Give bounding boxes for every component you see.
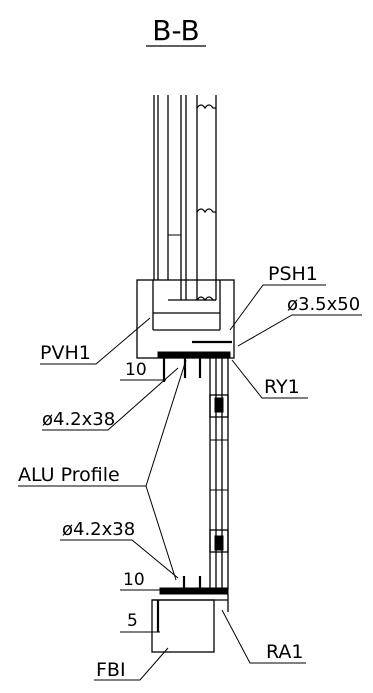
bottom-frame bbox=[151, 576, 229, 653]
label-screw-top-right: ø3.5x50 bbox=[287, 294, 360, 315]
section-title: B-B bbox=[152, 14, 200, 47]
top-frame bbox=[136, 279, 235, 382]
dim-top-label: 10 bbox=[125, 360, 147, 380]
glazing-profile bbox=[209, 358, 229, 590]
label-ra1: RA1 bbox=[266, 641, 304, 663]
label-pvh1: PVH1 bbox=[40, 342, 91, 364]
label-fbi: FBI bbox=[96, 659, 126, 681]
label-alu-profile: ALU Profile bbox=[18, 464, 120, 486]
dimension-bottom bbox=[120, 589, 162, 633]
dim-five-label: 5 bbox=[127, 611, 138, 631]
label-screw-left-top: ø4.2x38 bbox=[42, 409, 115, 430]
dim-bottom-label: 10 bbox=[123, 570, 145, 590]
label-screw-left-bottom: ø4.2x38 bbox=[62, 519, 135, 540]
label-ry1: RY1 bbox=[264, 376, 300, 398]
leader-lines bbox=[18, 284, 362, 681]
upper-panel bbox=[153, 95, 217, 302]
label-psh1: PSH1 bbox=[268, 263, 318, 285]
